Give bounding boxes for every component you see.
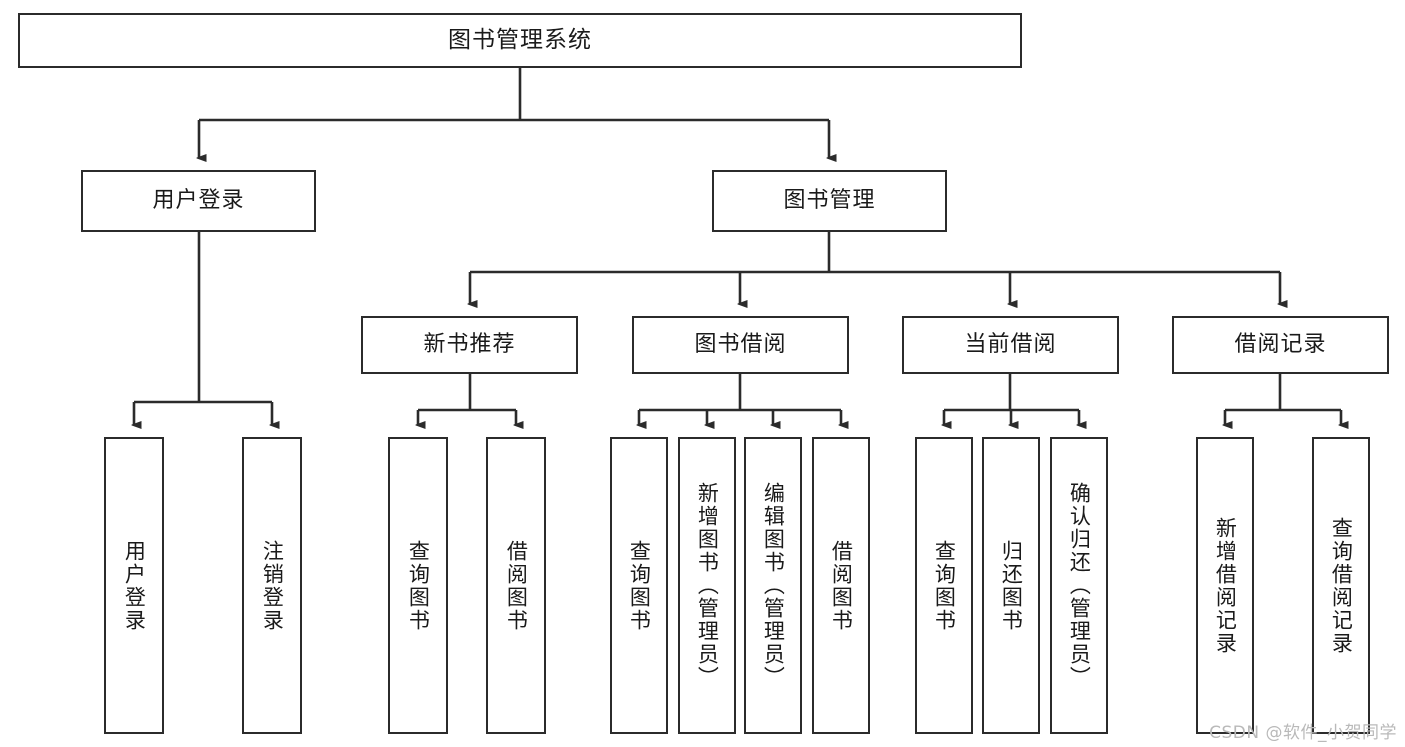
leaf-query-borrow-record[interactable]: 查询借阅记录 [1312, 437, 1370, 734]
leaf-add-book-admin-label: 新增图书（管理员） [695, 482, 720, 689]
leaf-confirm-return-admin[interactable]: 确认归还（管理员） [1050, 437, 1108, 734]
leaf-borrow-book-recommend[interactable]: 借阅图书 [486, 437, 546, 734]
leaf-query-book-current-label: 查询图书 [932, 539, 957, 632]
leaf-user-login-label: 用户登录 [122, 539, 147, 632]
leaf-return-book-label: 归还图书 [999, 539, 1024, 632]
leaf-query-book-recommend[interactable]: 查询图书 [388, 437, 448, 734]
leaf-add-book-admin[interactable]: 新增图书（管理员） [678, 437, 736, 734]
node-borrow-record[interactable]: 借阅记录 [1172, 316, 1389, 374]
node-book-borrow[interactable]: 图书借阅 [632, 316, 849, 374]
leaf-logout[interactable]: 注销登录 [242, 437, 302, 734]
leaf-query-borrow-record-label: 查询借阅记录 [1329, 516, 1354, 655]
leaf-query-book-borrow[interactable]: 查询图书 [610, 437, 668, 734]
node-root-label: 图书管理系统 [448, 26, 592, 53]
node-user-login-label: 用户登录 [152, 187, 245, 213]
leaf-borrow-book[interactable]: 借阅图书 [812, 437, 870, 734]
node-book-borrow-label: 图书借阅 [694, 331, 787, 357]
node-borrow-record-label: 借阅记录 [1234, 331, 1327, 357]
leaf-logout-label: 注销登录 [260, 539, 285, 632]
watermark-text: CSDN @软件_小贺同学 [1209, 723, 1397, 743]
leaf-query-book-borrow-label: 查询图书 [627, 539, 652, 632]
leaf-borrow-book-label: 借阅图书 [829, 539, 854, 632]
node-current-borrow[interactable]: 当前借阅 [902, 316, 1119, 374]
node-new-book-recommend[interactable]: 新书推荐 [361, 316, 578, 374]
leaf-add-borrow-record-label: 新增借阅记录 [1213, 516, 1238, 655]
leaf-return-book[interactable]: 归还图书 [982, 437, 1040, 734]
node-book-management[interactable]: 图书管理 [712, 170, 947, 232]
node-current-borrow-label: 当前借阅 [964, 331, 1057, 357]
node-user-login[interactable]: 用户登录 [81, 170, 316, 232]
leaf-add-borrow-record[interactable]: 新增借阅记录 [1196, 437, 1254, 734]
leaf-edit-book-admin[interactable]: 编辑图书（管理员） [744, 437, 802, 734]
leaf-edit-book-admin-label: 编辑图书（管理员） [761, 482, 786, 689]
leaf-user-login[interactable]: 用户登录 [104, 437, 164, 734]
leaf-query-book-recommend-label: 查询图书 [406, 539, 431, 632]
node-book-management-label: 图书管理 [783, 187, 876, 213]
leaf-confirm-return-admin-label: 确认归还（管理员） [1067, 482, 1092, 689]
leaf-query-book-current[interactable]: 查询图书 [915, 437, 973, 734]
node-root[interactable]: 图书管理系统 [18, 13, 1022, 68]
node-new-book-recommend-label: 新书推荐 [423, 331, 516, 357]
leaf-borrow-book-recommend-label: 借阅图书 [504, 539, 529, 632]
